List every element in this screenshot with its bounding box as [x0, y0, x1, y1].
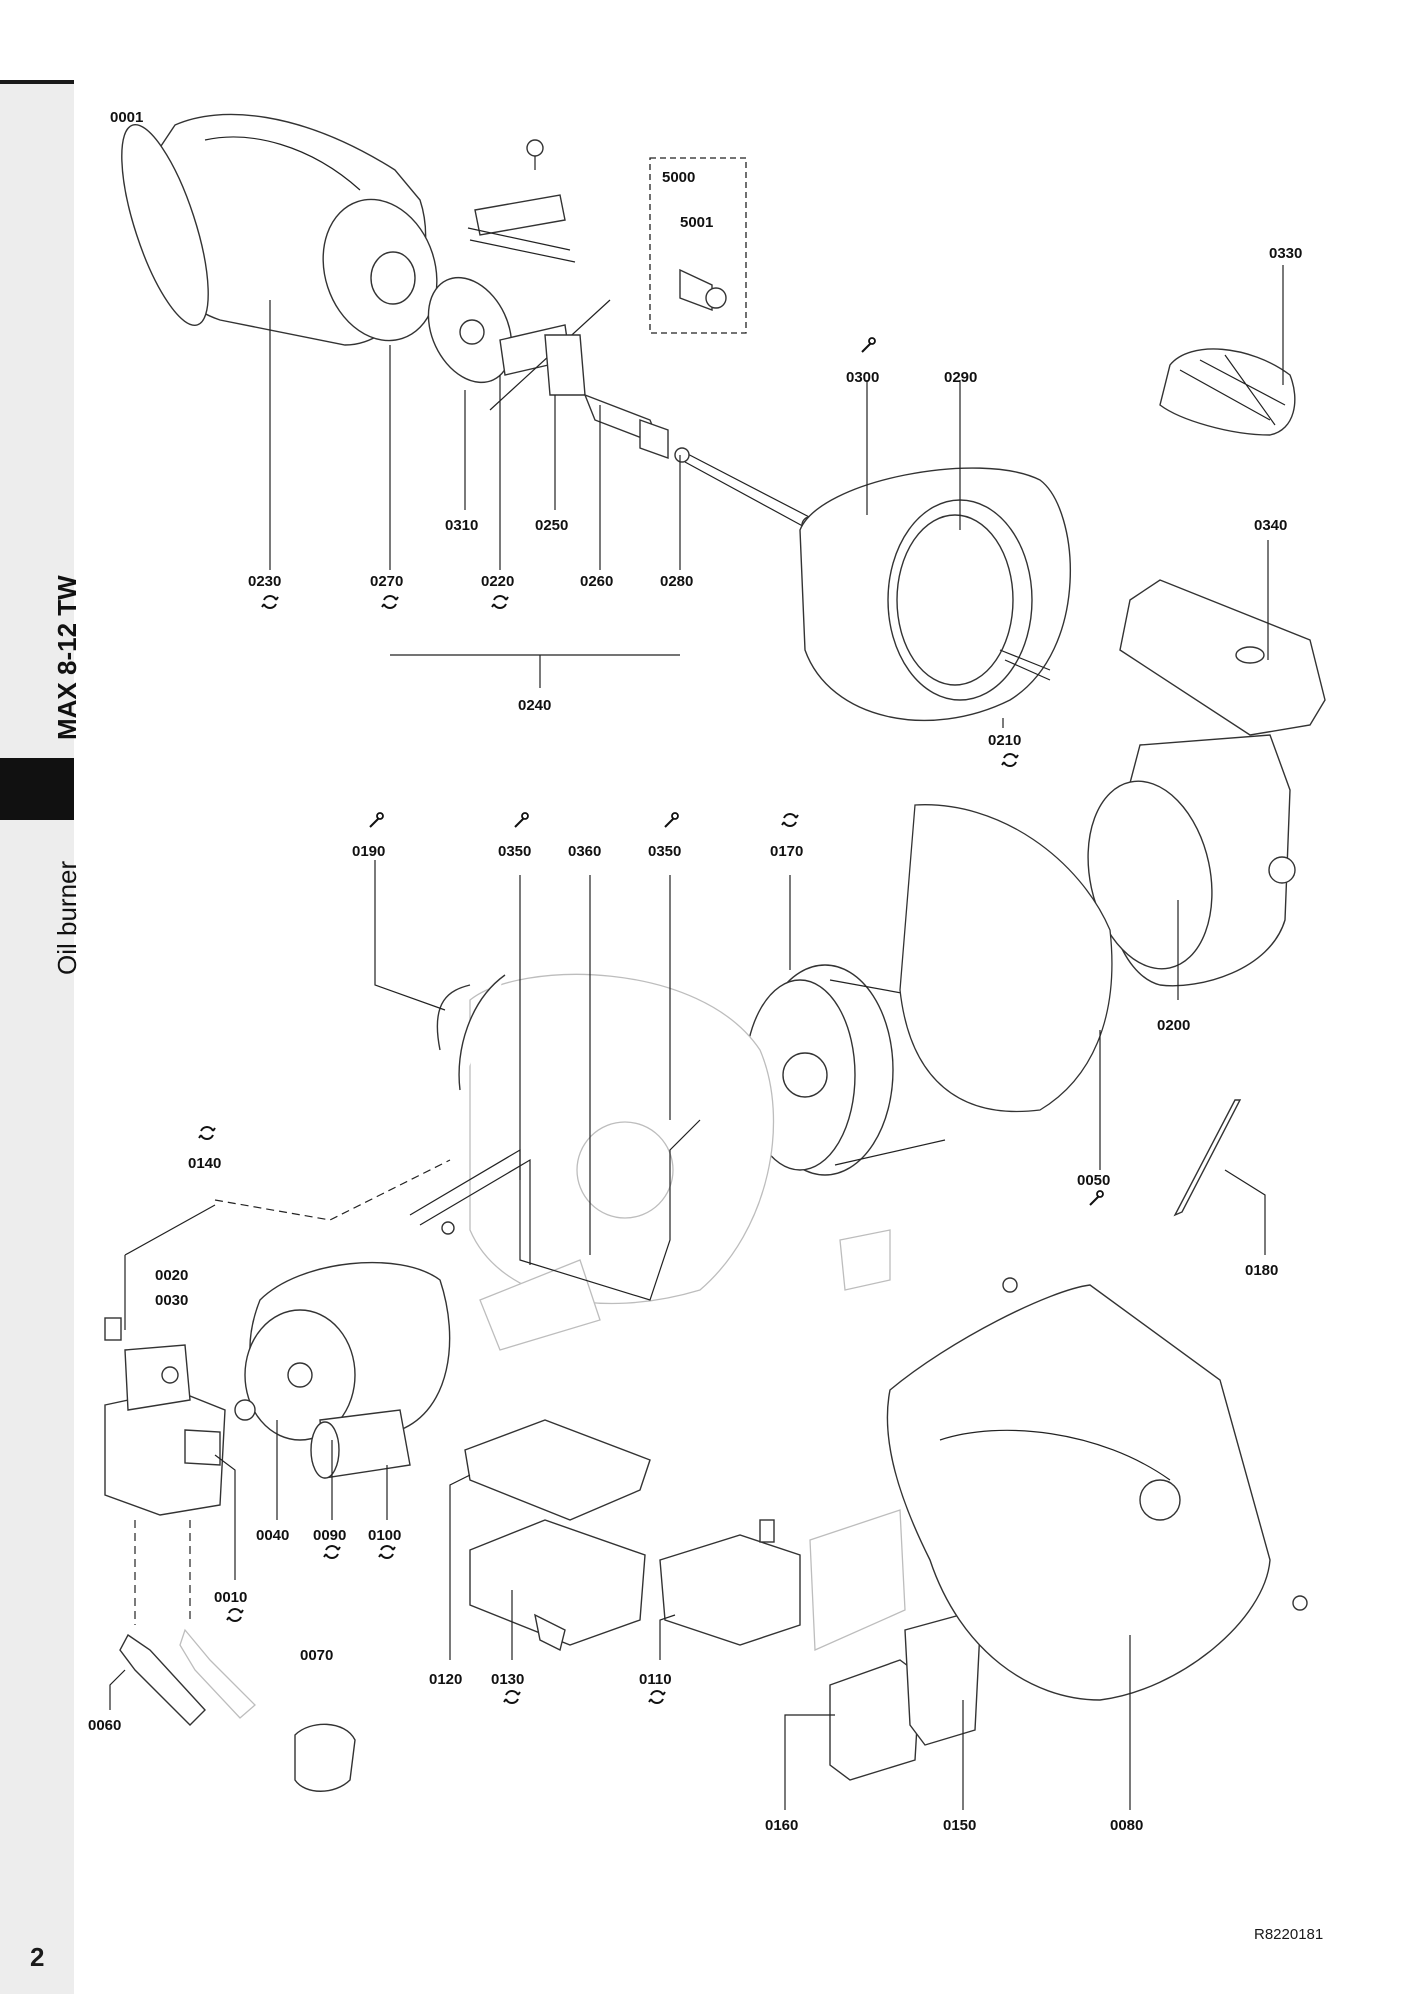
nozzle [679, 268, 727, 312]
label-0090: 0090 [313, 1527, 346, 1544]
solenoid-cable [104, 1204, 216, 1341]
cover-cap [1119, 579, 1326, 736]
sidebar-top-bar [0, 80, 74, 86]
label-0340: 0340 [1254, 517, 1287, 534]
oil-hose [119, 1628, 256, 1726]
label-0280: 0280 [660, 573, 693, 590]
label-0050: 0050 [1077, 1172, 1110, 1189]
label-0030: 0030 [155, 1292, 188, 1309]
page-number: 2 [30, 1942, 45, 1972]
label-0040: 0040 [256, 1527, 289, 1544]
label-0020: 0020 [155, 1267, 188, 1284]
label-0120: 0120 [429, 1671, 462, 1688]
hood-screw [1002, 1277, 1308, 1611]
burner-housing [469, 973, 775, 1351]
label-0210: 0210 [988, 732, 1021, 749]
document-code: R8220181 [1254, 1926, 1324, 1943]
burner-tube [121, 113, 438, 346]
label-0200: 0200 [1157, 1017, 1190, 1034]
cable-route [214, 1159, 451, 1221]
mounting-plate [464, 1419, 651, 1521]
control-box [469, 1519, 646, 1652]
label-0300: 0300 [846, 369, 879, 386]
label-0270: 0270 [370, 573, 403, 590]
label-0260: 0260 [580, 573, 613, 590]
air-intake [1087, 734, 1296, 987]
label-0350-right: 0350 [648, 843, 681, 860]
label-0180: 0180 [1245, 1262, 1278, 1279]
flange-screws [999, 649, 1051, 681]
label-0070: 0070 [300, 1647, 333, 1664]
photocell-seal [436, 974, 506, 1091]
label-0140: 0140 [188, 1155, 221, 1172]
ignition-electrodes [467, 194, 576, 263]
ignition-transformer [659, 1519, 801, 1646]
oil-pump [104, 1344, 226, 1516]
label-5000: 5000 [662, 169, 695, 186]
mount-bracket [839, 1229, 891, 1291]
label-0230: 0230 [248, 573, 281, 590]
label-0001: 0001 [110, 109, 143, 126]
oil-filter [294, 1723, 356, 1792]
burner-flange [799, 467, 1071, 722]
coupling [234, 1399, 256, 1421]
relay-module [829, 1614, 981, 1781]
nozzle-detail-box [649, 157, 747, 334]
label-0060: 0060 [88, 1717, 121, 1734]
label-0330: 0330 [1269, 245, 1302, 262]
nozzle-pipe [583, 393, 669, 459]
label-5001: 5001 [680, 214, 713, 231]
inspection-window [1159, 348, 1296, 436]
label-0310: 0310 [445, 517, 478, 534]
motor [244, 1261, 451, 1441]
diffuser-disc [427, 276, 513, 384]
label-0290: 0290 [944, 369, 977, 386]
label-0220: 0220 [481, 573, 514, 590]
label-0350-left: 0350 [498, 843, 531, 860]
label-0170: 0170 [770, 843, 803, 860]
label-0160: 0160 [765, 1817, 798, 1834]
label-0130: 0130 [491, 1671, 524, 1688]
relay-plate [809, 1509, 906, 1651]
sidebar-strip [0, 84, 74, 1994]
label-0190: 0190 [352, 843, 385, 860]
label-0360: 0360 [568, 843, 601, 860]
burner-hood [886, 1284, 1271, 1701]
capacitor [310, 1409, 411, 1479]
volute-plate [899, 804, 1113, 1113]
label-0250: 0250 [535, 517, 568, 534]
hose-guides [134, 1520, 191, 1625]
electrode-holder [489, 299, 611, 411]
electrode-screw [526, 139, 544, 170]
label-0150: 0150 [943, 1817, 976, 1834]
label-0010: 0010 [214, 1589, 247, 1606]
sidebar-marker [0, 758, 74, 820]
label-0110: 0110 [639, 1671, 672, 1688]
label-0100: 0100 [368, 1527, 401, 1544]
label-0080: 0080 [1110, 1817, 1143, 1834]
label-0240: 0240 [518, 697, 551, 714]
fan-shaft [674, 447, 819, 534]
gasket-strip [1173, 1099, 1242, 1217]
